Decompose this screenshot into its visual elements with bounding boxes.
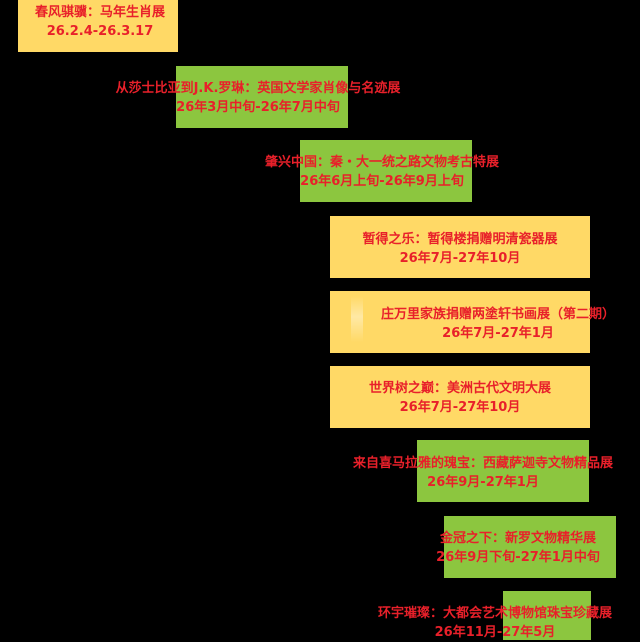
exhibition-title: 金冠之下：新罗文物精华展 — [439, 531, 596, 546]
exhibition-label-1: 春风骐骥：马年生肖展 26.2.4-26.3.17 — [4, 3, 196, 41]
timeline-bar-2 — [176, 66, 348, 128]
exhibition-dates: 26年7月-27年1月 — [442, 326, 554, 341]
exhibition-label-9: 环宇璀璨：大都会艺术博物馆珠宝珍藏展 26年11月-27年5月 — [356, 604, 634, 642]
exhibition-dates: 26年9月-27年1月 — [427, 475, 539, 490]
exhibition-dates: 26年7月-27年10月 — [399, 400, 521, 415]
exhibition-title: 环宇璀璨：大都会艺术博物馆珠宝珍藏展 — [377, 606, 612, 621]
faded-mark-decoration — [351, 296, 363, 342]
exhibition-label-8: 金冠之下：新罗文物精华展 26年9月下旬-27年1月中旬 — [412, 529, 624, 567]
timeline-bar-6 — [330, 366, 590, 428]
timeline-bar-4 — [330, 216, 590, 278]
exhibition-label-2: 从莎士比亚到J.K.罗琳：英国文学家肖像与名迹展 26年3月中旬-26年7月中旬 — [88, 79, 428, 117]
exhibition-label-6: 世界树之巅：美洲古代文明大展 26年7月-27年10月 — [330, 379, 590, 417]
exhibition-dates: 26.2.4-26.3.17 — [46, 24, 154, 39]
exhibition-label-5: 庄万里家族捐赠两塗轩书画展（第二期） 26年7月-27年1月 — [358, 305, 638, 343]
exhibition-title: 庄万里家族捐赠两塗轩书画展（第二期） — [380, 307, 615, 322]
exhibition-title: 暂得之乐：暂得楼捐赠明清瓷器展 — [362, 232, 558, 247]
exhibition-dates: 26年11月-27年5月 — [434, 625, 556, 640]
timeline-bar-1 — [18, 0, 178, 52]
exhibition-label-7: 来自喜马拉雅的瑰宝：西藏萨迦寺文物精品展 26年9月-27年1月 — [332, 454, 634, 492]
exhibition-dates: 26年7月-27年10月 — [399, 251, 521, 266]
exhibition-title: 来自喜马拉雅的瑰宝：西藏萨迦寺文物精品展 — [352, 456, 613, 471]
exhibition-title: 世界树之巅：美洲古代文明大展 — [368, 381, 551, 396]
exhibition-title: 从莎士比亚到J.K.罗琳：英国文学家肖像与名迹展 — [115, 81, 401, 96]
exhibition-label-4: 暂得之乐：暂得楼捐赠明清瓷器展 26年7月-27年10月 — [330, 230, 590, 268]
exhibition-title: 肇兴中国：秦・大一统之路文物考古特展 — [264, 155, 499, 170]
exhibition-dates: 26年3月中旬-26年7月中旬 — [176, 100, 340, 115]
timeline-bar-9 — [503, 591, 591, 640]
exhibition-dates: 26年6月上旬-26年9月上旬 — [300, 174, 464, 189]
timeline-bar-5 — [330, 291, 590, 353]
exhibition-title: 春风骐骥：马年生肖展 — [34, 5, 165, 20]
timeline-bar-3 — [300, 140, 472, 202]
exhibition-label-3: 肇兴中国：秦・大一统之路文物考古特展 26年6月上旬-26年9月上旬 — [232, 153, 532, 191]
timeline-bar-7 — [417, 440, 589, 502]
exhibition-dates: 26年9月下旬-27年1月中旬 — [436, 550, 600, 565]
timeline-bar-8 — [444, 516, 616, 578]
